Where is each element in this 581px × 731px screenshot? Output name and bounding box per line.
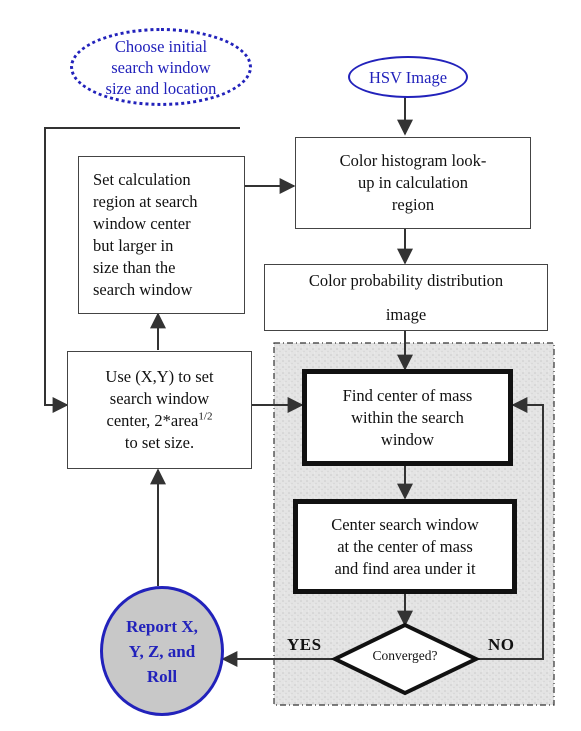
report-oval: Report X, Y, Z, and Roll	[100, 586, 224, 716]
arrow-no-loop	[476, 397, 544, 660]
center-window-box: Center search window at the center of ma…	[293, 499, 517, 594]
yes-label: YES	[287, 635, 322, 654]
probability-box: Color probability distribution image	[264, 264, 548, 331]
start-text: Choose initial search window size and lo…	[105, 36, 217, 98]
arrow-initial-loop	[44, 127, 240, 413]
set-window-exponent: 1/2	[198, 410, 213, 423]
hsv-image-oval: HSV Image	[348, 56, 468, 98]
find-center-text: Find center of mass within the search wi…	[342, 385, 473, 449]
hsv-text: HSV Image	[368, 67, 448, 87]
converged-label: Converged?	[350, 648, 460, 664]
set-window-text: Use (X,Y) to set search window center, 2…	[105, 366, 213, 454]
set-window-box: Use (X,Y) to set search window center, 2…	[67, 351, 252, 469]
find-center-box: Find center of mass within the search wi…	[302, 369, 513, 466]
histogram-text: Color histogram look- up in calculation …	[339, 151, 487, 214]
report-text: Report X, Y, Z, and Roll	[126, 616, 198, 686]
calc-region-text: Set calculation region at search window …	[93, 170, 198, 299]
probability-text: Color probability distribution image	[308, 271, 504, 324]
converged-decision	[330, 622, 481, 696]
no-label: NO	[488, 635, 515, 654]
histogram-box: Color histogram look- up in calculation …	[295, 137, 531, 229]
calc-region-box: Set calculation region at search window …	[78, 156, 245, 314]
set-window-text-tail: to set size.	[124, 433, 195, 452]
converged-text: Converged?	[372, 648, 438, 663]
start-oval: Choose initial search window size and lo…	[70, 28, 252, 106]
set-window-text-main: Use (X,Y) to set search window center, 2…	[105, 367, 214, 430]
center-window-text: Center search window at the center of ma…	[331, 514, 479, 578]
